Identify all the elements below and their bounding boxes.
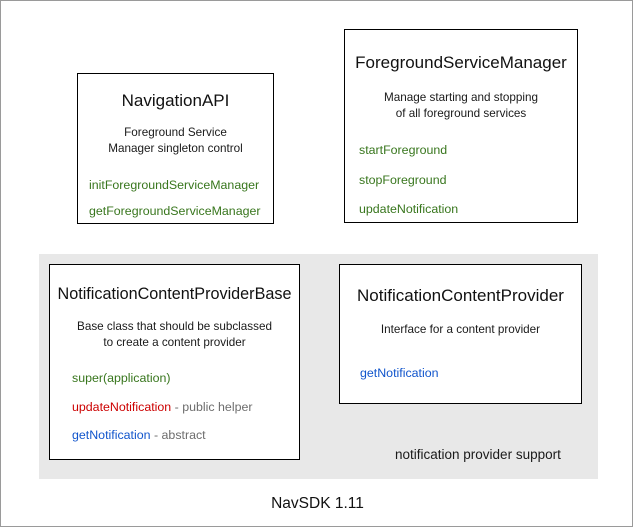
- method-name: updateNotification: [359, 202, 459, 217]
- method-suffix: - abstract: [150, 428, 206, 443]
- class-description: Manage starting and stopping of all fore…: [384, 90, 538, 121]
- method-list: getNotification: [340, 366, 581, 382]
- method-name: stopForeground: [359, 172, 447, 187]
- class-description-line: of all foreground services: [395, 106, 527, 120]
- class-title: NotificationContentProviderBase: [57, 285, 292, 303]
- method-item[interactable]: getForegroundServiceManager: [89, 204, 273, 220]
- method-name: initForegroundServiceManager: [89, 178, 260, 193]
- method-item[interactable]: updateNotification - public helper: [72, 400, 299, 416]
- class-description-line: Foreground Service: [124, 126, 227, 140]
- method-list: startForeground stopForeground updateNot…: [345, 143, 577, 232]
- class-box-notification-content-provider[interactable]: NotificationContentProvider Interface fo…: [339, 264, 582, 404]
- method-name: getNotification: [72, 428, 151, 443]
- method-item[interactable]: startForeground: [359, 143, 577, 159]
- class-description-line: to create a content provider: [103, 335, 246, 349]
- method-item[interactable]: super(application): [72, 371, 299, 387]
- method-item[interactable]: updateNotification: [359, 202, 577, 218]
- method-name: updateNotification: [72, 399, 172, 414]
- class-title: NavigationAPI: [121, 91, 230, 110]
- class-title: NotificationContentProvider: [357, 286, 564, 305]
- method-list: initForegroundServiceManager getForegrou…: [78, 178, 273, 229]
- panel-caption: notification provider support: [395, 447, 561, 462]
- method-suffix: - public helper: [171, 399, 253, 414]
- method-item[interactable]: stopForeground: [359, 173, 577, 189]
- method-item[interactable]: getNotification - abstract: [72, 428, 299, 444]
- class-description: Base class that should be subclassed to …: [77, 319, 272, 350]
- class-description: Foreground Service Manager singleton con…: [108, 125, 243, 156]
- class-box-notification-content-provider-base[interactable]: NotificationContentProviderBase Base cla…: [49, 264, 300, 460]
- class-title: ForegroundServiceManager: [355, 53, 567, 72]
- class-description-line: Manager singleton control: [108, 141, 243, 155]
- class-description-line: Base class that should be subclassed: [77, 320, 272, 334]
- method-name: getForegroundServiceManager: [89, 203, 261, 218]
- diagram-footer-title: NavSDK 1.11: [271, 495, 364, 512]
- class-box-foreground-service-manager[interactable]: ForegroundServiceManager Manage starting…: [344, 29, 578, 223]
- method-name: startForeground: [359, 143, 448, 158]
- class-description-line: Interface for a content provider: [380, 323, 541, 337]
- method-name: super(application): [72, 371, 171, 386]
- method-name: getNotification: [360, 365, 439, 380]
- method-item[interactable]: getNotification: [360, 366, 581, 382]
- class-description: Interface for a content provider: [381, 322, 540, 337]
- method-list: super(application) updateNotification - …: [50, 371, 299, 457]
- method-item[interactable]: initForegroundServiceManager: [89, 178, 273, 194]
- class-description-line: Manage starting and stopping: [384, 91, 538, 105]
- class-box-navigation-api[interactable]: NavigationAPI Foreground Service Manager…: [77, 73, 274, 224]
